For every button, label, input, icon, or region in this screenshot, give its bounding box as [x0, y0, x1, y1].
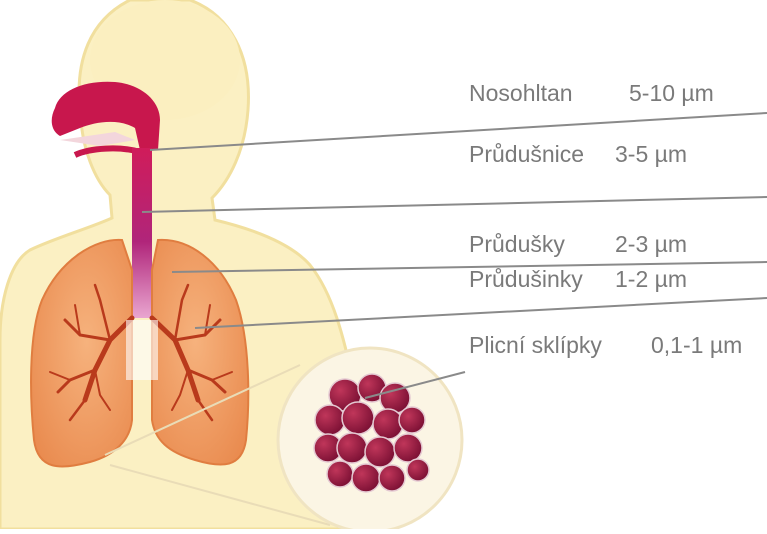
- label-size: 3-5 µm: [615, 141, 687, 168]
- label-bronchi: Průdušky 2-3 µm: [469, 231, 687, 258]
- label-alveoli: Plicní sklípky 0,1-1 µm: [469, 332, 742, 359]
- nasopharynx: [52, 82, 160, 155]
- label-size: 1-2 µm: [615, 266, 687, 293]
- pointer-line-trachea: [142, 197, 767, 212]
- label-nasopharynx: Nosohltan 5-10 µm: [469, 80, 714, 107]
- label-size: 2-3 µm: [615, 231, 687, 258]
- alveoli-magnifier: [278, 348, 462, 529]
- label-size: 5-10 µm: [629, 80, 714, 107]
- label-name: Průdušnice: [469, 141, 615, 168]
- label-size: 0,1-1 µm: [651, 332, 742, 359]
- label-trachea: Průdušnice 3-5 µm: [469, 141, 687, 168]
- trachea: [132, 148, 152, 318]
- label-name: Průdušky: [469, 231, 615, 258]
- label-name: Nosohltan: [469, 80, 629, 107]
- label-name: Průdušinky: [469, 266, 615, 293]
- label-bronchioles: Průdušinky 1-2 µm: [469, 266, 687, 293]
- label-name: Plicní sklípky: [469, 332, 651, 359]
